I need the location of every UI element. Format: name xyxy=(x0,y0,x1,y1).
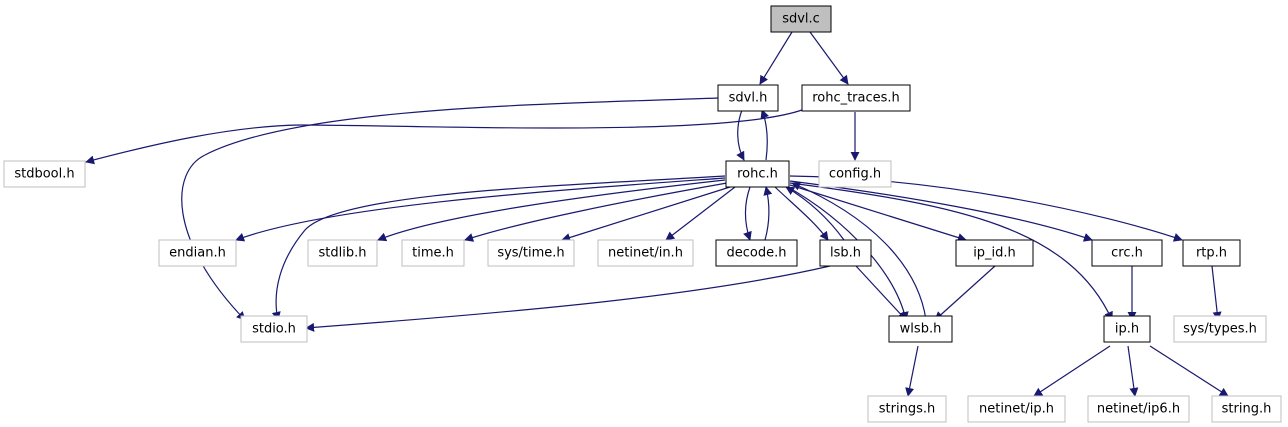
edge-rohc-h-to-ip-h xyxy=(789,182,1113,321)
node-label: sys/time.h xyxy=(497,246,564,261)
edge-rohc-h-to-endian-h xyxy=(235,177,726,242)
node-label: netinet/ip6.h xyxy=(1097,402,1180,417)
node-label: crc.h xyxy=(1111,246,1143,261)
node-sdvl-h[interactable]: sdvl.h xyxy=(717,84,779,112)
node-netinet-ip6-h[interactable]: netinet/ip6.h xyxy=(1087,395,1190,423)
nodes: sdvl.c sdvl.h rohc_traces.h stdbool.h ro… xyxy=(3,5,1282,423)
edge-rohc-h-to-time-h xyxy=(464,182,728,242)
edge-wlsb-h-to-strings-h xyxy=(905,345,919,397)
node-label: sys/types.h xyxy=(1183,322,1257,337)
edge-sdvl-c-to-rohc-traces-h xyxy=(809,31,849,85)
node-stdbool-h[interactable]: stdbool.h xyxy=(3,160,86,188)
node-label: rohc_traces.h xyxy=(812,91,900,106)
edge-ip-id-h-to-wlsb-h xyxy=(934,265,996,321)
node-rtp-h[interactable]: rtp.h xyxy=(1182,239,1241,267)
edge-sdvl-c-to-sdvl-h xyxy=(759,31,793,85)
node-label: sdvl.c xyxy=(782,12,820,27)
edge-rohc-h-to-decode-h xyxy=(743,186,752,241)
node-sys-types-h[interactable]: sys/types.h xyxy=(1173,315,1267,343)
node-label: string.h xyxy=(1222,402,1272,417)
edge-sdvl-h-to-rohc-h xyxy=(736,109,745,161)
node-label: rtp.h xyxy=(1196,246,1227,261)
node-wlsb-h[interactable]: wlsb.h xyxy=(888,315,953,343)
node-ip-h[interactable]: ip.h xyxy=(1103,315,1151,343)
edge-rohc-h-to-lsb-h xyxy=(774,186,829,241)
node-sdvl-c[interactable]: sdvl.c xyxy=(770,5,832,33)
node-label: sdvl.h xyxy=(729,91,768,106)
edge-sdvl-h-to-stdio-h xyxy=(181,97,719,321)
node-label: stdio.h xyxy=(252,322,296,337)
node-sys-time-h[interactable]: sys/time.h xyxy=(487,239,575,267)
edge-rohc-h-to-netinet-in-h xyxy=(665,186,736,241)
edge-rtp-h-to-sys-types-h xyxy=(1211,265,1222,321)
node-label: netinet/in.h xyxy=(608,246,683,261)
node-rohc-h[interactable]: rohc.h xyxy=(725,160,790,188)
node-label: lsb.h xyxy=(830,246,861,261)
node-strings-h[interactable]: strings.h xyxy=(867,395,947,423)
edge-rohc-h-to-crc-h xyxy=(789,180,1093,242)
edge-rohc-h-to-sys-time-h xyxy=(561,186,731,242)
node-label: stdlib.h xyxy=(319,246,367,261)
edge-ip-h-to-netinet-ip-h xyxy=(1033,345,1111,397)
node-label: wlsb.h xyxy=(900,322,942,337)
node-string-h[interactable]: string.h xyxy=(1211,395,1282,423)
node-netinet-in-h[interactable]: netinet/in.h xyxy=(597,239,694,267)
node-label: netinet/ip.h xyxy=(979,402,1054,417)
edge-ip-h-to-string-h xyxy=(1149,345,1229,397)
node-label: ip_id.h xyxy=(973,246,1016,261)
node-label: strings.h xyxy=(879,402,935,417)
node-crc-h[interactable]: crc.h xyxy=(1091,239,1163,267)
node-ip-id-h[interactable]: ip_id.h xyxy=(955,239,1034,267)
node-label: ip.h xyxy=(1115,322,1139,337)
node-config-h[interactable]: config.h xyxy=(818,160,892,188)
node-stdio-h[interactable]: stdio.h xyxy=(240,315,308,343)
edge-rohc-h-to-sdvl-h xyxy=(760,109,770,161)
node-label: rohc.h xyxy=(737,167,778,182)
node-label: time.h xyxy=(412,246,454,261)
node-stdlib-h[interactable]: stdlib.h xyxy=(307,239,378,267)
node-label: endian.h xyxy=(169,246,226,261)
edge-rohc-h-to-stdlib-h xyxy=(377,179,726,242)
edge-wlsb-h-to-rohc-h xyxy=(791,182,927,321)
edge-rohc-traces-h-to-stdbool-h xyxy=(85,109,803,165)
node-endian-h[interactable]: endian.h xyxy=(158,239,237,267)
edge-lsb-h-to-stdio-h xyxy=(305,265,831,332)
edge-rohc-h-to-stdio-h xyxy=(271,175,726,321)
edge-decode-h-to-rohc-h xyxy=(763,186,773,241)
node-label: stdbool.h xyxy=(14,167,74,182)
node-rohc-traces-h[interactable]: rohc_traces.h xyxy=(801,84,911,112)
edge-rohc-h-to-ip-id-h xyxy=(789,184,967,242)
node-lsb-h[interactable]: lsb.h xyxy=(819,239,872,267)
edge-lsb-h-to-rohc-h xyxy=(785,186,845,241)
node-decode-h[interactable]: decode.h xyxy=(715,239,798,267)
node-netinet-ip-h[interactable]: netinet/ip.h xyxy=(967,395,1066,423)
node-label: config.h xyxy=(829,167,881,182)
edge-ip-h-to-netinet-ip6-h xyxy=(1127,345,1139,397)
node-time-h[interactable]: time.h xyxy=(401,239,465,267)
node-label: decode.h xyxy=(727,246,787,261)
edge-lsb-h-to-wlsb-h xyxy=(855,265,907,321)
